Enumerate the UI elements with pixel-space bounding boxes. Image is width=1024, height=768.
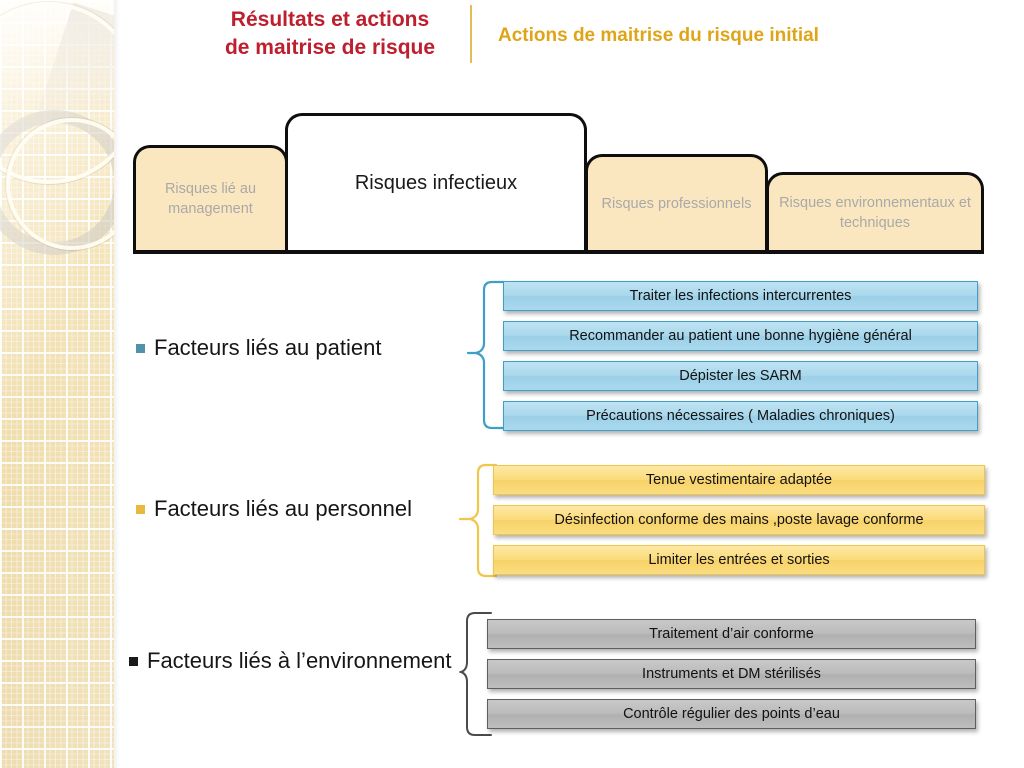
action-item-label: Traitement d’air conforme xyxy=(649,626,814,642)
page-title-line-2: de maitrise de risque xyxy=(224,36,436,59)
action-item[interactable]: Traiter les infections intercurrentes xyxy=(503,281,978,311)
action-item[interactable]: Contrôle régulier des points d’eau xyxy=(487,699,976,729)
brace-environnement xyxy=(459,612,492,736)
action-item[interactable]: Instruments et DM stérilisés xyxy=(487,659,976,689)
slide-header: Résultats et actions de maitrise de risq… xyxy=(0,0,1024,80)
action-item[interactable]: Dépister les SARM xyxy=(503,361,978,391)
page-title-line-1: Résultats et actions xyxy=(230,8,430,31)
group-label-text: Facteurs liés au patient xyxy=(154,335,382,360)
action-item-label: Instruments et DM stérilisés xyxy=(642,666,821,682)
bullet-square-icon xyxy=(136,504,145,514)
sidebar-edge-shadow xyxy=(114,0,120,768)
group-label-text: Facteurs liés au personnel xyxy=(154,496,413,521)
action-item-label: Désinfection conforme des mains ,poste l… xyxy=(554,512,924,528)
page-subtitle: Actions de maitrise du risque initial xyxy=(498,25,819,46)
action-item[interactable]: Limiter les entrées et sorties xyxy=(493,545,985,575)
action-item[interactable]: Recommander au patient une bonne hygiène… xyxy=(503,321,978,351)
action-item-label: Tenue vestimentaire adaptée xyxy=(645,472,833,488)
brace-personnel xyxy=(458,463,498,578)
tab-baseline xyxy=(133,250,984,254)
action-item[interactable]: Désinfection conforme des mains ,poste l… xyxy=(493,505,985,535)
bullet-square-icon xyxy=(136,343,145,353)
tab-label: Risques professionnels xyxy=(601,195,752,212)
action-item-label: Dépister les SARM xyxy=(679,368,802,384)
action-item-label: Traiter les infections intercurrentes xyxy=(629,288,852,304)
risk-category-tabs: Risques lié au management Risques infect… xyxy=(0,100,1024,255)
brace-patient xyxy=(466,280,506,430)
group-label-personnel: Facteurs liés au personnel xyxy=(136,496,412,522)
action-item-label: Limiter les entrées et sorties xyxy=(648,552,830,568)
tab-risques-environnementaux-et-techniques[interactable]: Risques environnementaux et techniques xyxy=(766,172,984,250)
tab-label: Risques infectieux xyxy=(354,172,518,194)
tab-risques-infectieux[interactable]: Risques infectieux xyxy=(285,113,587,250)
tab-label: Risques lié au management xyxy=(164,181,257,217)
title-divider xyxy=(470,5,472,63)
tab-label: Risques environnementaux et techniques xyxy=(779,194,971,231)
group-label-text: Facteurs liés à l’environnement xyxy=(147,648,452,673)
action-item[interactable]: Traitement d’air conforme xyxy=(487,619,976,649)
action-item-label: Précautions nécessaires ( Maladies chron… xyxy=(586,408,895,424)
action-item[interactable]: Tenue vestimentaire adaptée xyxy=(493,465,985,495)
action-item-label: Contrôle régulier des points d’eau xyxy=(623,706,840,722)
page-title: Résultats et actions de maitrise de risq… xyxy=(199,6,461,62)
group-label-environnement: Facteurs liés à l’environnement xyxy=(129,648,451,674)
action-item-label: Recommander au patient une bonne hygiène… xyxy=(569,328,912,344)
bullet-square-icon xyxy=(129,656,138,666)
group-label-patient: Facteurs liés au patient xyxy=(136,335,381,361)
action-item[interactable]: Précautions nécessaires ( Maladies chron… xyxy=(503,401,978,431)
